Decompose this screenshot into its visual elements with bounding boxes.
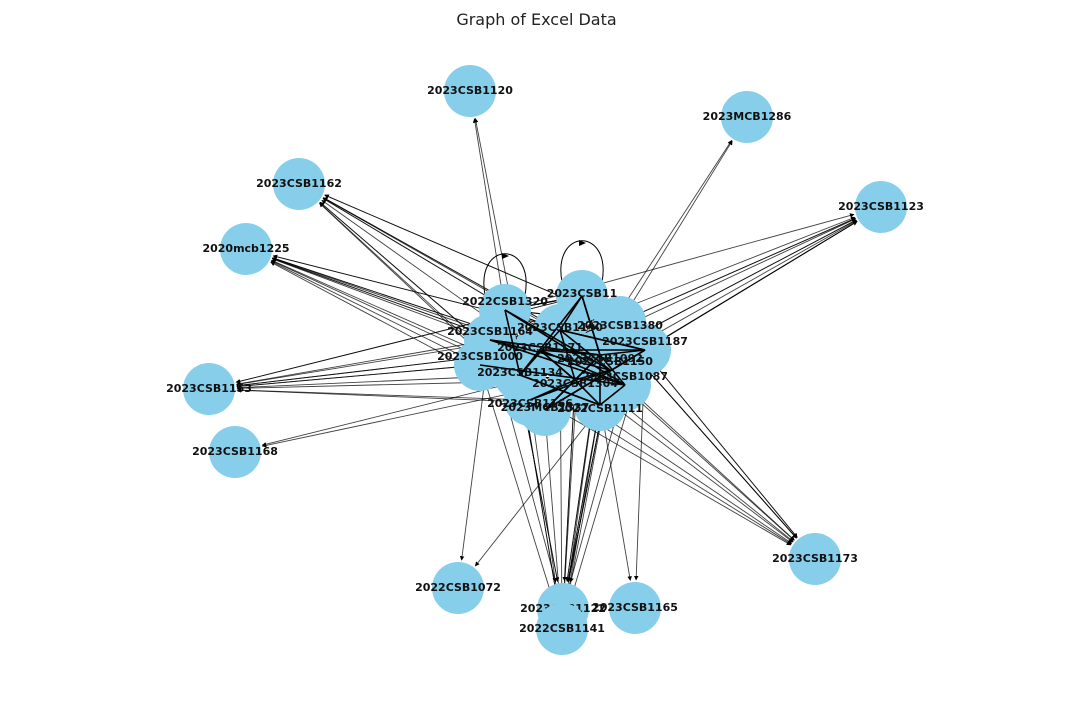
self-loop-edge <box>483 253 527 296</box>
edge <box>574 379 601 406</box>
cluster-node-label: 2023CSB11 <box>547 287 618 300</box>
node-circle[interactable] <box>444 65 496 117</box>
node-label: 2023CSB1153 <box>166 382 252 395</box>
outer-nodes-layer: 2023CSB1120 2023MCB1286 2023CSB1162 2023CSB… <box>166 65 924 655</box>
cluster-node-label: 2023CSB1150 <box>567 355 653 368</box>
edge <box>236 339 491 386</box>
node-label: 2023CSB1123 <box>838 200 924 213</box>
graph-node[interactable]: 2022CSB1072 <box>415 562 501 614</box>
edge <box>236 387 531 401</box>
graph-node[interactable]: 2023CSB1120 <box>427 65 513 117</box>
cluster-node-label: 2023CSB1190 <box>517 321 603 334</box>
edge <box>236 364 481 389</box>
node-circle[interactable] <box>209 426 261 478</box>
graph-node[interactable]: 2023CSB1153 <box>166 363 252 415</box>
graph-node[interactable]: 2023CSB1168 <box>192 426 278 478</box>
graph-node[interactable]: 2023CSB1165 <box>592 582 678 634</box>
self-loop-arrowhead <box>579 240 586 246</box>
self-loop-arrowhead <box>502 253 509 259</box>
node-circle[interactable] <box>721 91 773 143</box>
central-cluster: 2022CSB13202023CSB112023CSB13802023CSB11… <box>437 270 688 436</box>
cluster-node-label: 2022CSB1320 <box>462 295 548 308</box>
chart-title: Graph of Excel Data <box>456 10 617 29</box>
graph-node[interactable]: 2023CSB1173 <box>772 533 858 585</box>
edge <box>544 354 601 411</box>
graph-node[interactable]: 2023CSB1123 <box>838 181 924 233</box>
edge <box>489 339 626 386</box>
node-label: 2023CSB1168 <box>192 445 278 458</box>
edge <box>561 379 576 602</box>
cluster-node-label: 2023CSB1092 <box>557 352 643 365</box>
edge <box>479 364 555 603</box>
node-circle[interactable] <box>183 363 235 415</box>
edge <box>519 374 601 406</box>
cluster-node-label: 2023CSB1000 <box>437 350 523 363</box>
node-label: 2023CSB1120 <box>427 84 513 97</box>
node-label: 2020mcb1225 <box>202 242 289 255</box>
edge <box>539 349 576 381</box>
node-circle[interactable] <box>789 533 841 585</box>
cluster-node-label: 2023CSB1380 <box>577 319 663 332</box>
cluster-node-label: 2022CSB1111 <box>557 402 643 415</box>
edge <box>472 118 506 311</box>
cluster-node-label: 2023CSB1304 <box>532 377 618 390</box>
node-circle[interactable] <box>273 158 325 210</box>
node-circle[interactable] <box>609 582 661 634</box>
cluster-node-label: 2023CSB1171 <box>497 341 583 354</box>
cluster-node-label: 2023CSB1187 <box>602 335 688 348</box>
graph-node[interactable]: 2023CSB1162 <box>256 158 342 210</box>
graph-node[interactable]: 2023MCB1286 <box>703 91 792 143</box>
cluster-node-label: 2023MCB1337 <box>501 401 590 414</box>
cluster-node-label: 2023CSB1087 <box>582 370 668 383</box>
graph-node[interactable]: 2020mcb1225 <box>202 223 290 275</box>
cluster-node-label: 2023CSB1166 <box>487 397 573 410</box>
node-label: 2023CSB1162 <box>256 177 342 190</box>
node-label: 2023CSB1165 <box>592 601 678 614</box>
edge <box>599 384 626 406</box>
edge <box>565 404 601 602</box>
edge <box>544 349 646 411</box>
edge <box>624 384 795 541</box>
cluster-node-label: 2023CSB1134 <box>477 366 563 379</box>
self-loops-layer <box>483 240 604 296</box>
edge <box>644 221 858 351</box>
node-label: 2023CSB1173 <box>772 552 858 565</box>
node-circle[interactable] <box>432 562 484 614</box>
edge <box>599 349 646 356</box>
edge <box>539 349 626 386</box>
edge <box>581 295 601 356</box>
node-label: 2022CSB1141 <box>519 622 605 635</box>
edge <box>619 217 856 323</box>
self-loop-edge <box>560 240 604 283</box>
cluster-node-label: 2023CSB1164 <box>447 325 533 338</box>
node-circle[interactable] <box>220 223 272 275</box>
node-label: 2023MCB1286 <box>703 110 792 123</box>
edge <box>479 364 626 386</box>
graph-node[interactable]: 2022CSB1141 <box>519 603 605 655</box>
node-circle[interactable] <box>536 603 588 655</box>
edge <box>559 329 646 351</box>
node-circle[interactable] <box>855 181 907 233</box>
edge <box>559 329 576 381</box>
edge <box>489 339 601 356</box>
node-label: 2022CSB1072 <box>415 581 501 594</box>
edge <box>529 379 576 401</box>
edge <box>271 258 491 341</box>
